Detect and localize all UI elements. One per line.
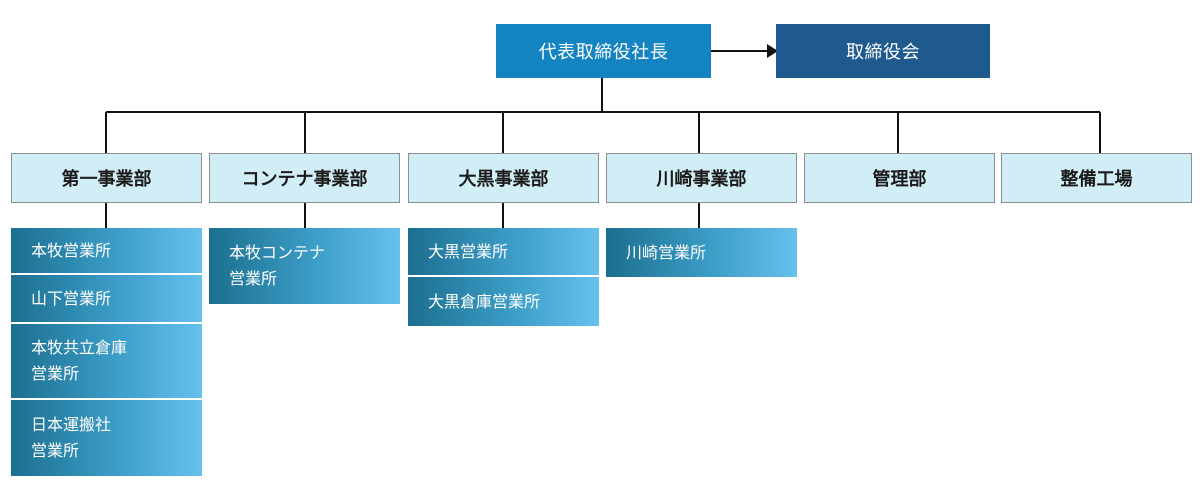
board-of-directors-box: 取締役会 (776, 24, 990, 78)
office-name-line: 営業所 (31, 364, 80, 383)
department-label: 大黒事業部 (458, 169, 549, 190)
office-item: 本牧コンテナ営業所 (209, 228, 400, 304)
office-list: 本牧コンテナ営業所 (209, 228, 400, 304)
office-item: 大黒営業所 (408, 228, 599, 277)
department-box: コンテナ事業部 (209, 153, 400, 203)
office-name: 大黒営業所 (428, 239, 508, 265)
department-label: 管理部 (872, 169, 927, 190)
office-name-line: 山下営業所 (31, 288, 112, 308)
office-name-line: 大黒倉庫営業所 (428, 291, 541, 311)
office-item: 日本運搬社営業所 (11, 400, 202, 476)
department-box: 管理部 (804, 153, 995, 203)
office-name-line: 営業所 (31, 441, 80, 460)
office-list: 大黒営業所大黒倉庫営業所 (408, 228, 599, 326)
department-box: 第一事業部 (11, 153, 202, 203)
board-label: 取締役会 (846, 42, 920, 63)
office-name-line: 営業所 (229, 269, 278, 288)
office-list: 本牧営業所山下営業所本牧共立倉庫営業所日本運搬社営業所 (11, 228, 202, 476)
office-name-line: 本牧共立倉庫 (31, 338, 128, 357)
department-label: 第一事業部 (61, 169, 152, 190)
office-item: 川崎営業所 (606, 228, 797, 277)
office-name-line: 日本運搬社 (31, 415, 112, 434)
office-name: 本牧コンテナ営業所 (229, 240, 325, 292)
president-box: 代表取締役社長 (496, 24, 711, 78)
department-box: 川崎事業部 (606, 153, 797, 203)
office-name: 本牧共立倉庫営業所 (31, 335, 127, 387)
office-item: 本牧営業所 (11, 228, 202, 275)
president-label: 代表取締役社長 (538, 42, 669, 63)
department-label: 川崎事業部 (656, 169, 747, 190)
office-name-line: 大黒営業所 (428, 241, 509, 261)
office-name: 大黒倉庫営業所 (428, 289, 540, 315)
department-label: コンテナ事業部 (241, 169, 368, 190)
office-name-line: 本牧コンテナ (229, 243, 326, 262)
office-name: 川崎営業所 (626, 240, 706, 266)
department-box: 大黒事業部 (408, 153, 599, 203)
department-label: 整備工場 (1060, 169, 1133, 190)
department-box: 整備工場 (1001, 153, 1192, 203)
office-item: 山下営業所 (11, 275, 202, 324)
office-list: 川崎営業所 (606, 228, 797, 277)
office-name: 山下営業所 (31, 286, 111, 312)
office-name-line: 川崎営業所 (626, 242, 707, 262)
office-name-line: 本牧営業所 (31, 240, 112, 260)
office-name: 本牧営業所 (31, 238, 111, 264)
office-item: 本牧共立倉庫営業所 (11, 324, 202, 400)
office-name: 日本運搬社営業所 (31, 412, 111, 464)
office-item: 大黒倉庫営業所 (408, 277, 599, 326)
arrowhead-icon (767, 44, 778, 58)
